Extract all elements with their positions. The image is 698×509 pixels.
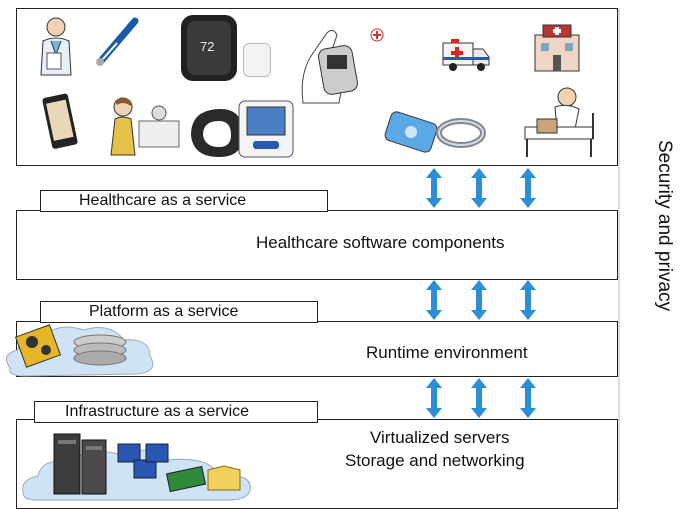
blood-pressure-monitor-icon (191, 100, 294, 158)
bidirectional-arrow-icon (426, 280, 442, 320)
hospital-bed-icon (524, 87, 594, 157)
ambulance-icon (442, 39, 490, 71)
hospital-icon (534, 24, 580, 72)
bidirectional-arrow-icon (471, 280, 487, 320)
iaas-line-1: Virtualized servers (370, 428, 510, 447)
security-privacy-label: Security and privacy (654, 140, 675, 312)
platform-cloud-icon (5, 324, 154, 377)
elderly-patient-icon (110, 97, 180, 156)
bidirectional-arrow-icon (426, 378, 442, 418)
doctor-icon (40, 17, 72, 76)
glucose-meter-icon (301, 28, 384, 104)
smartphone-icon (42, 93, 78, 149)
bidirectional-arrow-icon (520, 378, 536, 418)
devices-panel: 72 (16, 8, 618, 166)
fitness-band-icon (384, 111, 486, 153)
bidirectional-arrow-icon (520, 280, 536, 320)
thermometer-icon (96, 17, 139, 66)
bidirectional-arrow-icon (520, 168, 536, 208)
iaas-tab-label: Infrastructure as a service (34, 401, 318, 423)
sensor-icon (243, 43, 271, 77)
paas-body-text: Runtime environment (366, 343, 528, 362)
bidirectional-arrow-icon (471, 168, 487, 208)
iaas-line-2: Storage and networking (345, 451, 525, 470)
bidirectional-arrow-icon (426, 168, 442, 208)
saas-tab-label: Healthcare as a service (40, 190, 328, 212)
paas-tab-label: Platform as a service (40, 301, 318, 323)
servers-cloud-icon (22, 433, 251, 501)
saas-body-text: Healthcare software components (256, 233, 505, 252)
thermostat-reading: 72 (200, 39, 215, 54)
smart-thermostat-icon: 72 (181, 15, 237, 81)
bidirectional-arrow-icon (471, 378, 487, 418)
side-separator (618, 8, 620, 502)
